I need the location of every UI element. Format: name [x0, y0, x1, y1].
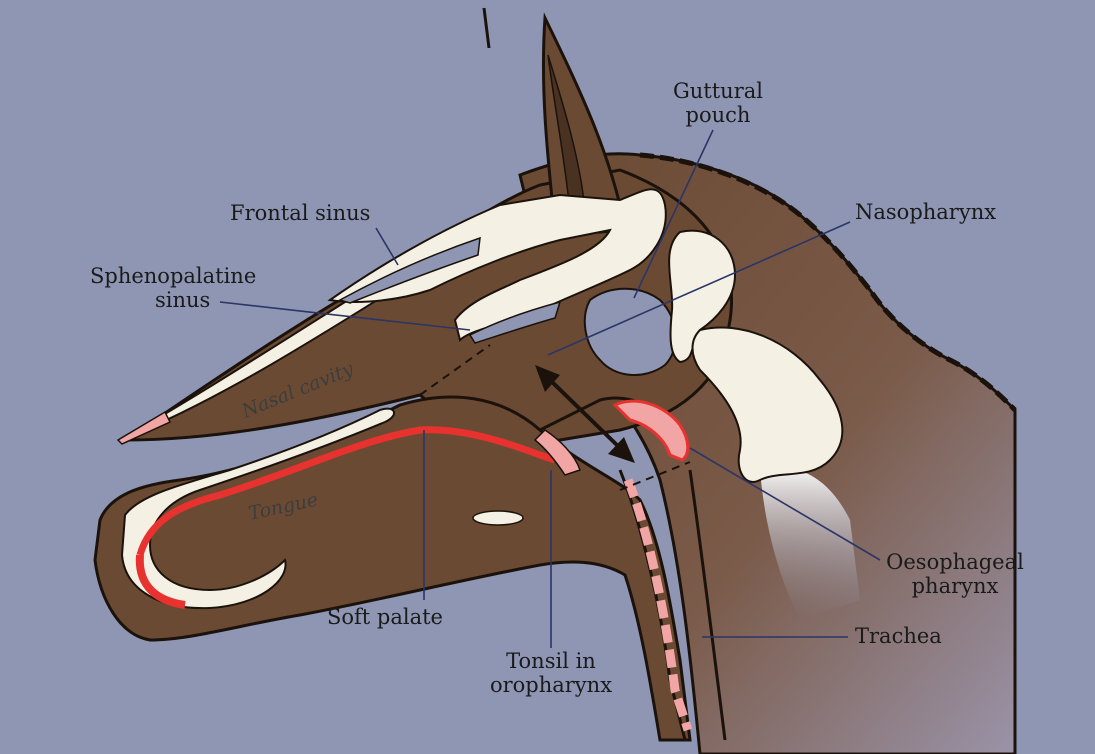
- label-trachea: Trachea: [855, 624, 942, 648]
- label-nasopharynx: Nasopharynx: [855, 200, 996, 224]
- label-frontal-sinus: Frontal sinus: [230, 201, 370, 225]
- epiglottis: [612, 399, 690, 462]
- stray-mark: [482, 7, 491, 49]
- leader-lines: [219, 129, 881, 648]
- label-tonsil-line2: oropharynx: [490, 673, 612, 697]
- lip-mucosa: [135, 554, 186, 609]
- label-sphenopalatine-line2: sinus: [155, 288, 210, 312]
- tonsil: [533, 429, 581, 476]
- oral-mucosa: [136, 426, 557, 557]
- nose-tip: [116, 410, 172, 445]
- oral-airway-dashed: [619, 461, 691, 491]
- guttural-pouch: [583, 287, 677, 377]
- mane-edge: [639, 152, 1017, 412]
- label-oesophageal-line1: Oesophageal: [886, 550, 1024, 574]
- double-arrow-icon: [535, 365, 635, 463]
- sphenopalatine-sinus-cavity: [468, 300, 562, 344]
- label-sphenopalatine-line1: Sphenopalatine: [90, 264, 256, 288]
- oesophagus-tube: [688, 469, 727, 741]
- label-guttural-line1: Guttural: [673, 79, 763, 103]
- label-oesophageal-line2: pharynx: [912, 574, 999, 598]
- leader-oesophageal: [689, 447, 881, 561]
- leader-sphenopalatine: [219, 301, 471, 331]
- trachea-rings: [623, 478, 693, 732]
- label-guttural-line2: pouch: [686, 103, 751, 127]
- frontal-sinus-cavity: [338, 236, 481, 304]
- tongue-spot: [472, 510, 524, 526]
- label-tonsil-line1: Tonsil in: [506, 649, 596, 673]
- nasal-airway-dashed: [419, 344, 491, 396]
- leader-frontal: [375, 227, 399, 266]
- leader-nasopharynx: [547, 221, 851, 356]
- label-soft-palate: Soft palate: [327, 605, 443, 629]
- throat-highlight: [760, 467, 860, 620]
- cervical-bone: [691, 326, 844, 483]
- leader-guttural: [633, 129, 714, 299]
